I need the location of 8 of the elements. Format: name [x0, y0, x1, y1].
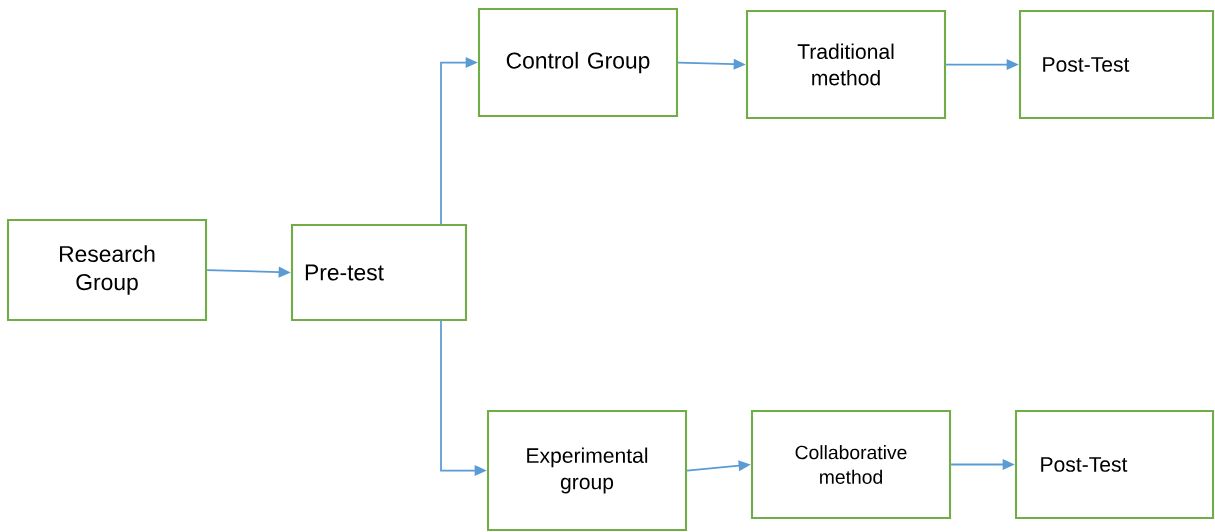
process-box: Control Group	[477, 7, 679, 118]
process-box: Traditional method	[745, 9, 947, 120]
process-box: Post-Test	[1014, 409, 1215, 520]
process-box: Research Group	[6, 218, 208, 322]
process-box: Pre-test	[290, 223, 468, 322]
process-box: Post-Test	[1018, 9, 1215, 120]
process-box: Experimental group	[486, 409, 688, 532]
process-box: Collaborative method	[750, 409, 952, 520]
